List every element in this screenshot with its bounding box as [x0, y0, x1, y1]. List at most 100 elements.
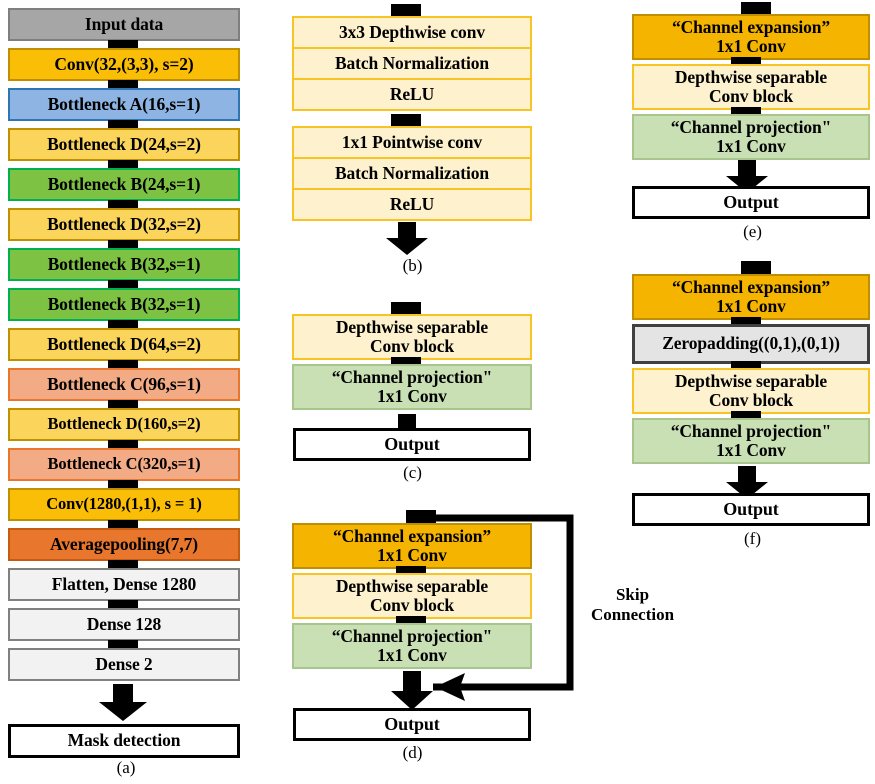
- panel-a-block-16-label: Dense 2: [95, 653, 153, 674]
- panel-a-connector-stub-12: [108, 480, 138, 490]
- panel-c-block-1-label: “Channel projection"1x1 Conv: [331, 367, 493, 406]
- panel-a-block-14: Flatten, Dense 1280: [8, 568, 240, 601]
- panel-b-pointwise-row-2: ReLU: [292, 188, 532, 221]
- panel-e-terminal-label: Output: [723, 192, 779, 213]
- panel-a-connector-stub-10: [108, 400, 138, 410]
- panel-d-block-2: “Channel projection"1x1 Conv: [292, 623, 532, 669]
- panel-b-depthwise-row-2-label: ReLU: [389, 83, 435, 104]
- panel-b-depthwise-row-1-label: Batch Normalization: [334, 52, 490, 73]
- panel-b-pointwise-row-2-label: ReLU: [389, 193, 435, 214]
- panel-b-pointwise-row-0-label: 1x1 Pointwise conv: [341, 131, 483, 152]
- panel-a-connector-stub-5: [108, 200, 138, 210]
- panel-e-block-0: “Channel expansion”1x1 Conv: [632, 14, 870, 60]
- panel-a-connector-stub-6: [108, 240, 138, 250]
- panel-b-output-arrow: [384, 222, 430, 256]
- panel-c-terminal-output: Output: [293, 428, 531, 461]
- panel-d-block-0: “Channel expansion”1x1 Conv: [292, 523, 532, 569]
- panel-a-block-9: Bottleneck C(96,s=1): [8, 368, 240, 401]
- panel-a-block-11: Bottleneck C(320,s=1): [8, 448, 240, 481]
- panel-e-caption: (e): [743, 222, 762, 241]
- panel-b-depthwise-row-2: ReLU: [292, 78, 532, 111]
- panel-a-connector-stub-7: [108, 280, 138, 290]
- panel-a-caption: (a): [116, 758, 136, 777]
- panel-f-input-stub: [741, 261, 771, 278]
- panel-a-block-10-label: Bottleneck D(160,s=2): [47, 414, 201, 434]
- panel-a-block-12: Conv(1280,(1,1), s = 1): [8, 488, 240, 521]
- panel-b-caption: (b): [402, 256, 423, 275]
- panel-f-terminal-output: Output: [632, 493, 870, 526]
- panel-f-terminal-label: Output: [723, 499, 779, 520]
- panel-a-connector-stub-2: [108, 80, 138, 90]
- panel-d-block-2-label: “Channel projection"1x1 Conv: [331, 626, 493, 665]
- panel-a-connector-stub-8: [108, 320, 138, 330]
- panel-a-connector-stub-1: [108, 40, 138, 50]
- panel-c-caption: (c): [403, 463, 422, 482]
- panel-a-connector-stub-14: [108, 560, 138, 570]
- panel-a-connector-stub-9: [108, 360, 138, 370]
- panel-e-output-arrow: [724, 160, 770, 194]
- panel-a-block-1: Conv(32,(3,3), s=2): [8, 48, 240, 81]
- panel-a-block-8: Bottleneck D(64,s=2): [8, 328, 240, 361]
- panel-a-connector-stub-11: [108, 440, 138, 450]
- panel-d-caption: (d): [402, 743, 423, 762]
- panel-a-terminal-label: Mask detection: [67, 730, 181, 751]
- panel-a-block-8-label: Bottleneck D(64,s=2): [47, 333, 201, 354]
- panel-a-block-9-label: Bottleneck C(96,s=1): [47, 373, 201, 394]
- panel-f-block-0-label: “Channel expansion”1x1 Conv: [671, 277, 831, 316]
- panel-a-block-13: Averagepooling(7,7): [8, 528, 240, 561]
- panel-b-pointwise-row-1-label: Batch Normalization: [334, 162, 490, 183]
- panel-a-block-16: Dense 2: [8, 648, 240, 681]
- panel-a-block-2: Bottleneck A(16,s=1): [8, 88, 240, 121]
- panel-f-block-1-label: Zeropadding((0,1),(0,1)): [662, 333, 840, 354]
- panel-a-block-0-label: Input data: [84, 13, 164, 34]
- panel-d-terminal-label: Output: [384, 714, 440, 735]
- panel-a-block-7-label: Bottleneck B(32,s=1): [47, 293, 201, 314]
- panel-d-block-0-label: “Channel expansion”1x1 Conv: [332, 526, 492, 565]
- panel-a-block-1-label: Conv(32,(3,3), s=2): [54, 53, 194, 74]
- panel-f-output-arrow: [724, 466, 770, 500]
- panel-a-block-5-label: Bottleneck D(32,s=2): [47, 213, 201, 234]
- panel-a-connector-stub-4: [108, 160, 138, 170]
- panel-e-block-2: “Channel projection"1x1 Conv: [632, 114, 870, 160]
- panel-b-pointwise-row-1: Batch Normalization: [292, 157, 532, 190]
- panel-f-block-3: “Channel projection"1x1 Conv: [632, 418, 870, 464]
- panel-a-block-3: Bottleneck D(24,s=2): [8, 128, 240, 161]
- panel-a-connector-stub-15: [108, 600, 138, 610]
- panel-a-block-15-label: Dense 128: [86, 613, 162, 634]
- panel-b-depthwise-row-0-label: 3x3 Depthwise conv: [339, 21, 485, 42]
- panel-e-terminal-output: Output: [632, 186, 870, 219]
- panel-b-depthwise-row-0: 3x3 Depthwise conv: [292, 16, 532, 49]
- panel-a-output-arrow: [97, 684, 149, 722]
- panel-b-depthwise-row-1: Batch Normalization: [292, 47, 532, 80]
- panel-a-block-6: Bottleneck B(32,s=1): [8, 248, 240, 281]
- panel-a-connector-stub-16: [108, 640, 138, 650]
- panel-a-block-13-label: Averagepooling(7,7): [50, 533, 198, 554]
- panel-a-block-11-label: Bottleneck C(320,s=1): [47, 454, 201, 474]
- panel-a-block-0: Input data: [8, 8, 240, 41]
- panel-c-block-1: “Channel projection"1x1 Conv: [292, 364, 532, 410]
- panel-d-terminal-output: Output: [293, 708, 531, 741]
- panel-a-block-3-label: Bottleneck D(24,s=2): [47, 133, 201, 154]
- panel-a-block-4-label: Bottleneck B(24,s=1): [47, 173, 201, 194]
